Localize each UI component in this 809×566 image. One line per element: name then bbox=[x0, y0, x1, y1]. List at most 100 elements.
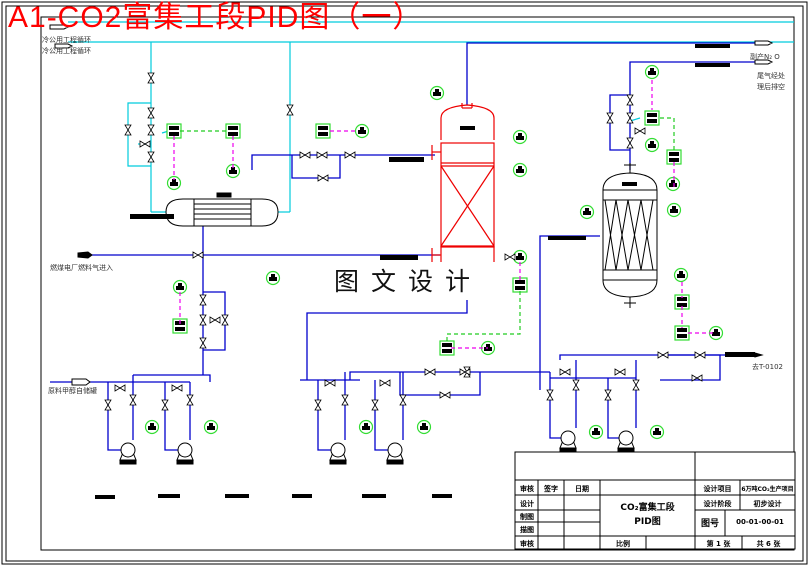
instrument-indicator bbox=[172, 279, 188, 295]
gate-valve bbox=[572, 379, 580, 391]
instrument-indicator bbox=[354, 123, 370, 139]
gate-valve bbox=[614, 368, 626, 376]
tb-drawing-name-2: PID图 bbox=[634, 517, 661, 527]
instrument-indicator bbox=[512, 129, 528, 145]
title-block-frame bbox=[514, 451, 796, 550]
gate-valve bbox=[192, 251, 204, 259]
tb-ratio: 比例 bbox=[616, 540, 630, 548]
gate-valve bbox=[559, 368, 571, 376]
tb-drawing-no-value: 00-01-00-01 bbox=[736, 518, 784, 526]
instrument-indicator bbox=[644, 137, 660, 153]
gate-valve bbox=[316, 151, 328, 159]
gate-valve bbox=[199, 294, 207, 306]
gate-valve bbox=[199, 314, 207, 326]
instrument-indicator bbox=[673, 267, 689, 283]
instrument-controller bbox=[666, 149, 682, 165]
gate-valve bbox=[147, 72, 155, 84]
instrument-controller bbox=[166, 123, 182, 139]
tb-total: 共 6 张 bbox=[756, 540, 781, 548]
instrument-indicator bbox=[665, 176, 681, 192]
gate-valve bbox=[314, 399, 322, 411]
tb-header-2: 日期 bbox=[575, 485, 589, 493]
instrument-controller bbox=[644, 110, 660, 126]
instrument-indicator bbox=[429, 85, 445, 101]
gate-valve bbox=[626, 112, 634, 124]
tb-header-1: 签字 bbox=[544, 485, 558, 493]
gate-valve bbox=[124, 124, 132, 136]
gate-valve bbox=[199, 337, 207, 349]
tb-row-3: 审核 bbox=[520, 540, 534, 548]
tb-project-label: 设计项目 bbox=[703, 485, 732, 493]
gate-valve bbox=[657, 351, 669, 359]
instrument-indicator bbox=[416, 419, 432, 435]
gate-valve bbox=[439, 391, 451, 399]
instrument-indicator bbox=[512, 249, 528, 265]
instrument-indicator bbox=[512, 162, 528, 178]
tb-drawing-name-1: CO₂富集工段 bbox=[620, 503, 675, 513]
gate-valve bbox=[129, 394, 137, 406]
pump bbox=[119, 442, 137, 465]
absorber-column bbox=[431, 103, 495, 262]
gate-valve bbox=[691, 374, 703, 382]
pump bbox=[329, 442, 347, 465]
instrument-controller bbox=[674, 294, 690, 310]
instrument-indicator bbox=[203, 419, 219, 435]
pump bbox=[617, 430, 635, 453]
instrument-indicator bbox=[649, 424, 665, 440]
drawing-title: A1-CO2富集工段PID图（一） bbox=[8, 1, 424, 34]
label-to-tank: 去T-0102 bbox=[752, 363, 783, 371]
line-tags bbox=[95, 44, 755, 499]
gate-valve bbox=[626, 94, 634, 106]
tb-project-value: 6万吨CO₂生产项目 bbox=[741, 486, 794, 493]
instrument-indicator bbox=[166, 175, 182, 191]
reactor-column bbox=[602, 163, 658, 308]
tb-row-0: 设计 bbox=[520, 500, 534, 508]
tb-stage-value: 初步设计 bbox=[753, 500, 782, 508]
gate-valve bbox=[632, 379, 640, 391]
gate-valve bbox=[459, 368, 471, 376]
instrument-indicator bbox=[644, 64, 660, 80]
gate-valve bbox=[546, 389, 554, 401]
gate-valve bbox=[424, 368, 436, 376]
gate-valve bbox=[317, 174, 329, 182]
line-arrows bbox=[49, 24, 774, 386]
gate-valve bbox=[344, 151, 356, 159]
label-fuel-gas-in: 燃煤电厂燃料气进入 bbox=[50, 264, 113, 272]
gate-valve bbox=[626, 137, 634, 149]
gate-valve bbox=[604, 389, 612, 401]
gate-valve bbox=[371, 399, 379, 411]
label-cooling-water-1: 冷公用工程循环 bbox=[42, 36, 91, 44]
tb-sheet: 第 1 张 bbox=[706, 540, 731, 548]
gate-valve bbox=[379, 379, 391, 387]
watermark: 图文设计 bbox=[330, 262, 487, 298]
pump bbox=[559, 430, 577, 453]
instrument-indicator bbox=[588, 424, 604, 440]
gate-valve bbox=[186, 394, 194, 406]
tb-row-2: 描图 bbox=[520, 526, 534, 534]
gate-valve bbox=[139, 140, 151, 148]
gate-valve bbox=[114, 384, 126, 392]
tag-bar bbox=[130, 214, 174, 219]
instrument-controller bbox=[674, 325, 690, 341]
gate-valve bbox=[694, 351, 706, 359]
gate-valve bbox=[399, 394, 407, 406]
instrument-controller bbox=[512, 277, 528, 293]
gate-valve bbox=[286, 104, 294, 116]
gate-valve bbox=[634, 127, 646, 135]
valves bbox=[104, 72, 706, 411]
gate-valve bbox=[324, 379, 336, 387]
instrument-indicator bbox=[265, 270, 281, 286]
gate-valve bbox=[161, 399, 169, 411]
tb-drawing-no-label: 图号 bbox=[700, 519, 719, 529]
label-tail-gas-2: 理后排空 bbox=[757, 83, 785, 91]
tb-stage-label: 设计阶段 bbox=[703, 500, 732, 508]
gate-valve bbox=[104, 399, 112, 411]
tb-row-1: 制图 bbox=[520, 513, 534, 521]
pump bbox=[176, 442, 194, 465]
frame-border bbox=[5, 5, 804, 562]
pumps bbox=[119, 430, 635, 465]
gate-valve bbox=[341, 394, 349, 406]
instrument-indicator bbox=[358, 419, 374, 435]
instrument-indicator bbox=[666, 202, 682, 218]
